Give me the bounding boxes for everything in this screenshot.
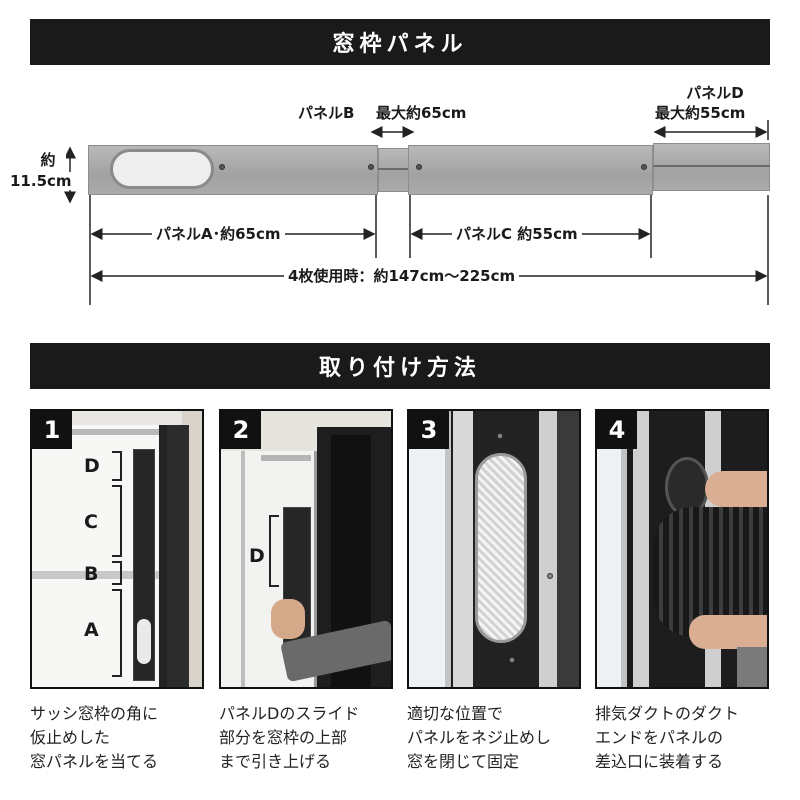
marker-d: D [249, 545, 265, 567]
panel-b-label: パネルB [298, 104, 355, 122]
marker-a: A [84, 619, 99, 641]
step-4-photo: 4 [595, 409, 769, 689]
section-title-installation: 取り付け方法 [30, 343, 770, 389]
height-value: 11.5cm [10, 172, 72, 190]
screw [416, 164, 422, 170]
panel-d-max-label: 最大約55cm [655, 104, 746, 122]
step-number: 3 [409, 411, 449, 449]
step-3-caption: 適切な位置で パネルをネジ止めし 窓を閉じて固定 [407, 704, 552, 771]
panel-d [653, 143, 770, 191]
step-3-photo: 3 [407, 409, 581, 689]
step-2-photo: 2 D [219, 409, 393, 689]
panel-b [378, 148, 410, 192]
panel-d-label: パネルD [660, 84, 770, 102]
marker-c: C [84, 511, 98, 533]
screw [368, 164, 374, 170]
step-number: 1 [32, 411, 72, 449]
step-4-caption: 排気ダクトのダクト エンドをパネルの 差込口に装着する [595, 704, 740, 771]
panel-c-label: パネルC 約55cm [452, 225, 582, 243]
duct-opening [110, 149, 214, 189]
step-1-photo: 1 D C B A [30, 409, 204, 689]
height-label: 約 [30, 151, 66, 169]
panel-c [408, 145, 653, 195]
step-1-caption: サッシ窓枠の角に 仮止めした 窓パネルを当てる [30, 704, 159, 771]
marker-b: B [84, 563, 99, 585]
marker-d: D [84, 455, 100, 477]
step-number: 4 [597, 411, 637, 449]
panel-a-label: パネルA･約65cm [152, 225, 285, 243]
step-2-caption: パネルDのスライド 部分を窓枠の上部 まで引き上げる [219, 704, 360, 771]
section-title-panels: 窓枠パネル [30, 19, 770, 65]
total-length-label: 4枚使用時：約147cm～225cm [284, 267, 520, 285]
screw [219, 164, 225, 170]
step-number: 2 [221, 411, 261, 449]
panel-b-max-label: 最大約65cm [376, 104, 467, 122]
screw [641, 164, 647, 170]
